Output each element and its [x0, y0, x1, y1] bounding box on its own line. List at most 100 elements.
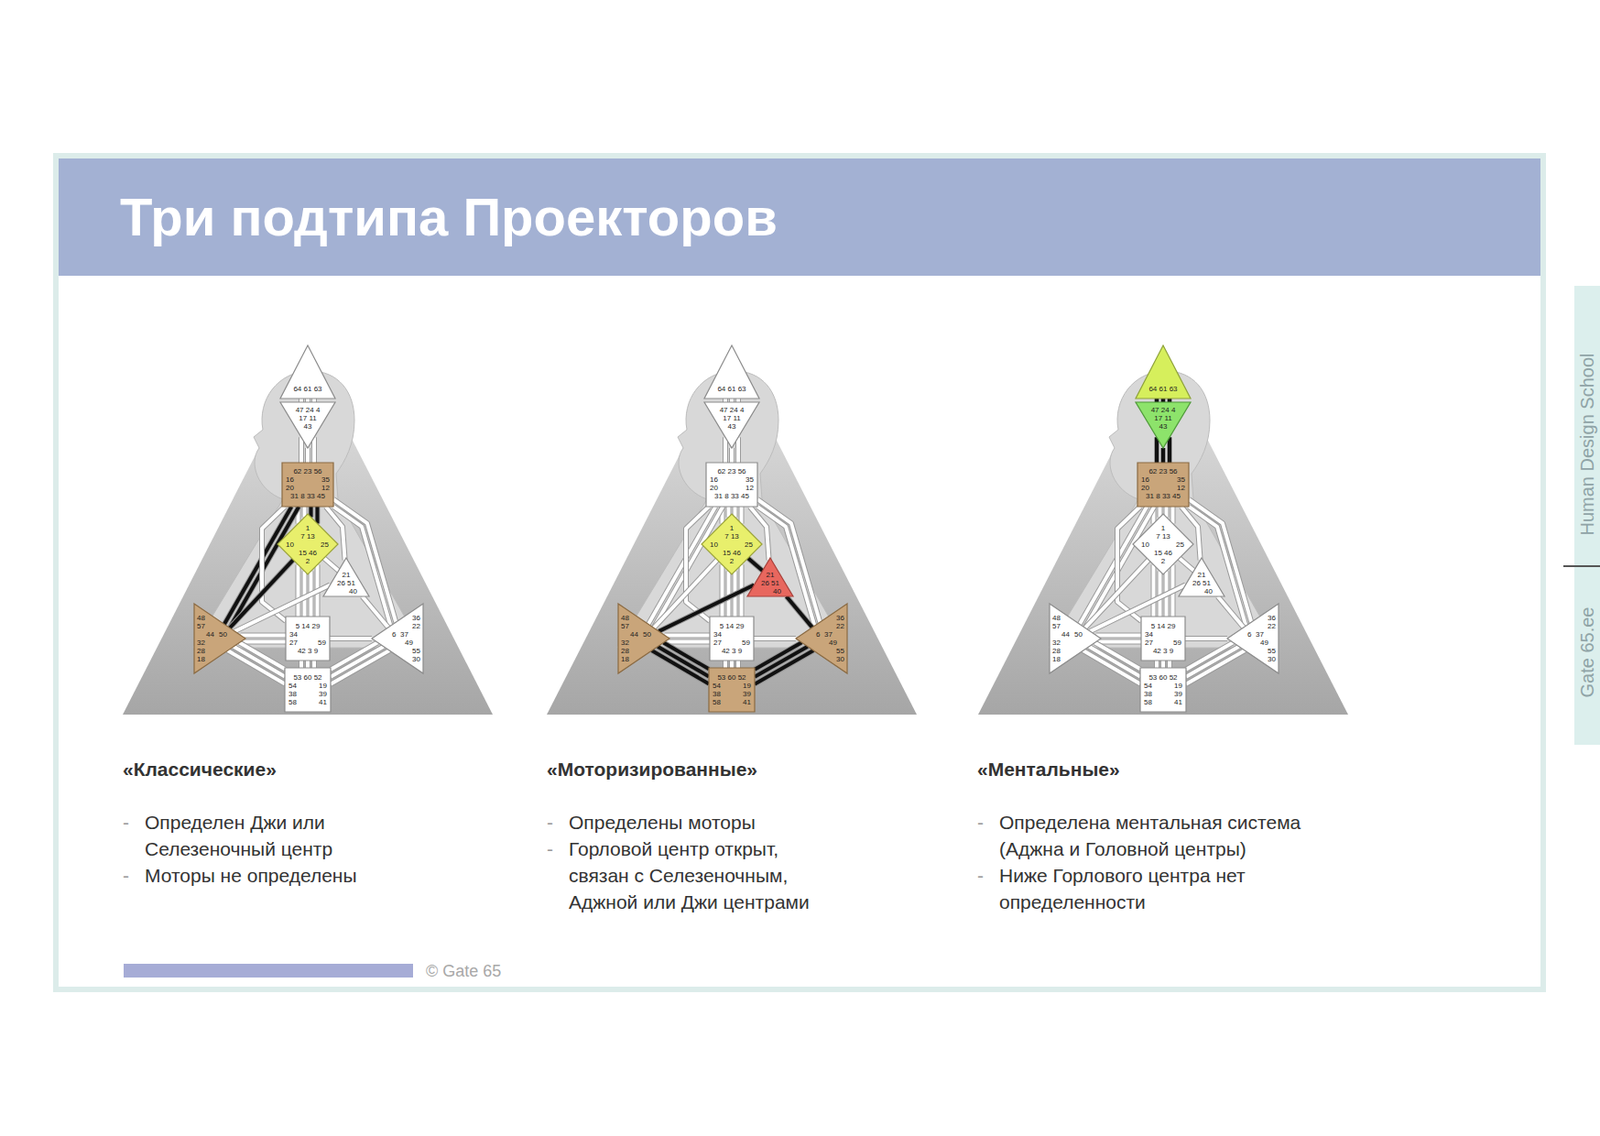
- center-fill: [1049, 603, 1101, 674]
- gate-number: 57: [196, 621, 206, 631]
- channel-outline: [786, 596, 813, 628]
- channel-core: [652, 650, 709, 684]
- center-shape: 17 13102515 462: [1132, 513, 1194, 575]
- channel-outline: [735, 398, 741, 403]
- center-fill: [704, 402, 760, 448]
- channel-core: [740, 506, 744, 524]
- gate-number: 10: [285, 540, 294, 549]
- defined-channel: [1163, 398, 1165, 403]
- open-channel: [314, 436, 316, 463]
- center-shape: 62 23 561635201231 8 33 45: [1137, 462, 1189, 507]
- gate-number: 19: [318, 681, 327, 690]
- subtype-heading: «Ментальные»: [977, 755, 1348, 783]
- gate-number: 48: [1052, 613, 1061, 622]
- gate-number: 37: [824, 630, 833, 639]
- gate-number: 6: [816, 630, 820, 639]
- gate-number: 36: [412, 613, 421, 622]
- gate-number: 43: [1159, 422, 1168, 431]
- open-channel: [1156, 660, 1158, 668]
- center-shape: 48574450322818: [194, 603, 246, 674]
- center-fill: [323, 557, 370, 597]
- channel-core: [229, 506, 300, 628]
- channel-core: [1179, 557, 1195, 571]
- bullet-text: Ниже Горлового центра нет определенности: [999, 861, 1348, 915]
- gate-number: 21: [342, 570, 351, 579]
- channel-outline: [304, 660, 311, 668]
- center-shape: 48574450322818: [1049, 603, 1101, 674]
- channel-core: [685, 506, 710, 621]
- channel-outline: [729, 660, 735, 668]
- channel-outline: [330, 646, 384, 677]
- gate-number: 39: [318, 689, 327, 698]
- defined-channel: [1169, 398, 1171, 403]
- center-fill: [704, 345, 760, 399]
- open-channel: [734, 506, 736, 518]
- open-channel: [664, 634, 710, 636]
- center-fill: [284, 667, 331, 712]
- center-fill: [1178, 557, 1225, 597]
- bullet-dash: -: [546, 835, 569, 915]
- center-shape: 2126 5140: [1178, 557, 1225, 597]
- gate-number: 6: [1247, 630, 1252, 639]
- channel-core: [305, 398, 310, 403]
- channel-core: [305, 660, 310, 668]
- channel-core: [1167, 398, 1172, 403]
- center-fill: [194, 603, 246, 674]
- channel-outline: [1179, 557, 1195, 571]
- channel-core: [1085, 506, 1155, 628]
- channel-outline: [719, 565, 726, 618]
- gate-number: 32: [196, 638, 206, 647]
- center-fill: [709, 616, 754, 661]
- channel-core: [1167, 660, 1172, 668]
- defined-channel: [1169, 436, 1171, 463]
- center-fill: [1135, 402, 1191, 448]
- channel-core: [729, 398, 734, 403]
- channel-core: [1171, 506, 1176, 524]
- channel-outline: [722, 398, 729, 403]
- open-channel: [314, 398, 316, 403]
- open-channel: [1218, 596, 1244, 628]
- gate-number: 12: [1176, 483, 1186, 492]
- gate-number: 39: [742, 689, 752, 698]
- open-channel: [728, 506, 730, 518]
- subtype-heading: «Моторизированные»: [546, 755, 844, 783]
- channel-core: [240, 633, 286, 638]
- channel-outline: [1185, 635, 1228, 642]
- gate-number: 10: [709, 540, 719, 549]
- channel-core: [299, 436, 304, 463]
- gate-number: 17 11: [298, 413, 316, 423]
- channel-outline: [1085, 506, 1155, 628]
- channel-outline: [664, 639, 710, 645]
- open-channel: [1172, 506, 1174, 524]
- gate-number: 16: [1141, 475, 1150, 484]
- channel-core: [1185, 636, 1228, 641]
- center-fill: [1135, 345, 1191, 399]
- center-fill: [285, 616, 330, 661]
- gate-number: 22: [1267, 621, 1276, 631]
- gate-number: 25: [320, 540, 329, 549]
- channel-core: [1161, 398, 1165, 403]
- open-channel: [685, 506, 710, 621]
- gate-number: 54: [712, 681, 721, 690]
- center-shape: 3622637495530: [1227, 603, 1279, 674]
- channel-core: [1083, 650, 1141, 684]
- channel-core: [1161, 660, 1165, 668]
- channel-core: [1161, 447, 1165, 463]
- gate-number: 26 51: [1192, 578, 1211, 588]
- channel-core: [324, 557, 339, 571]
- gate-number: 18: [1052, 654, 1061, 664]
- channel-outline: [228, 650, 285, 684]
- open-channel: [725, 660, 727, 668]
- gate-number: 27: [1144, 638, 1154, 647]
- side-watermark: Gate 65.ee: [1577, 607, 1598, 698]
- channel-core: [296, 565, 301, 618]
- open-channel: [664, 641, 710, 643]
- channel-core: [1186, 642, 1233, 669]
- center-fill: [1132, 513, 1194, 575]
- open-channel: [304, 506, 305, 518]
- gate-number: 36: [836, 613, 845, 622]
- open-channel: [653, 506, 724, 628]
- gate-number: 48: [620, 613, 630, 622]
- bullet-text: Горловой центр открыт, связан с Селезено…: [568, 835, 844, 915]
- subtype-column: «Ментальные»-Определена ментальная систе…: [977, 755, 1348, 915]
